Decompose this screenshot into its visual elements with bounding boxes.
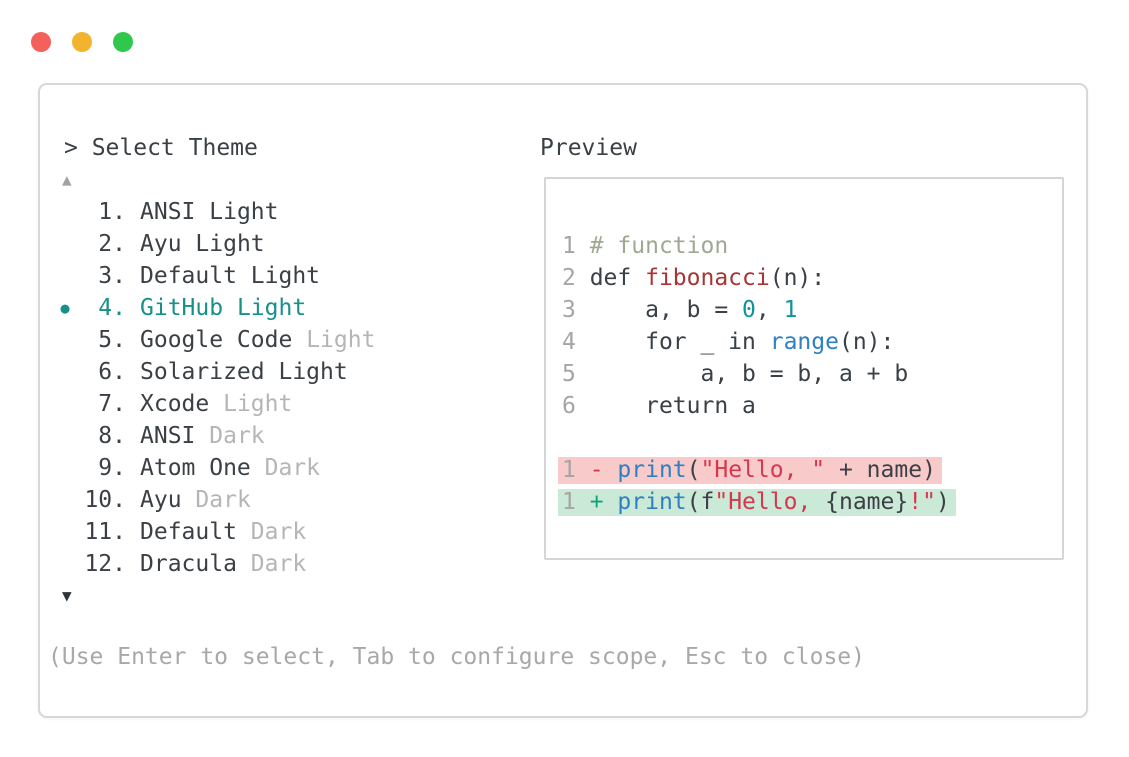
preview-code: 1 # function 2 def fibonacci(n): 3 a, b = …	[544, 177, 1064, 560]
theme-number: 8.	[98, 423, 126, 449]
keyboard-hints: (Use Enter to select, Tab to configure s…	[48, 644, 865, 670]
code-line: 6 return a	[562, 393, 756, 419]
scroll-up-icon[interactable]: ▲	[62, 170, 72, 189]
theme-number: 4.	[98, 295, 126, 321]
close-button[interactable]	[31, 32, 51, 52]
selected-bullet-icon	[48, 388, 82, 420]
code-line: 5 a, b = b, a + b	[562, 361, 909, 387]
selected-bullet-icon	[48, 548, 82, 580]
code-line-blank	[562, 422, 1062, 454]
theme-list-item[interactable]: 12. Dracula Dark	[48, 548, 375, 580]
selected-bullet-icon	[48, 324, 82, 356]
theme-number: 2.	[98, 231, 126, 257]
theme-number: 9.	[98, 455, 126, 481]
theme-number: 5.	[98, 327, 126, 353]
theme-number: 12.	[84, 551, 126, 577]
theme-number: 11.	[84, 519, 126, 545]
selected-bullet-icon	[48, 516, 82, 548]
theme-list-item[interactable]: 7. Xcode Light	[48, 388, 375, 420]
theme-list-item[interactable]: 2. Ayu Light	[48, 228, 375, 260]
diff-highlight-added: 1 + print(f"Hello, {name}!")	[558, 489, 956, 516]
selected-bullet-icon	[48, 484, 82, 516]
selected-bullet-icon	[48, 228, 82, 260]
theme-list-item[interactable]: 11. Default Dark	[48, 516, 375, 548]
diff-highlight-removed: 1 - print("Hello, " + name)	[558, 457, 942, 484]
window-controls	[31, 32, 133, 52]
theme-number: 6.	[98, 359, 126, 385]
code-line: 2 def fibonacci(n):	[562, 265, 826, 291]
scroll-down-icon[interactable]: ▼	[62, 586, 72, 605]
theme-list-item[interactable]: 8. ANSI Dark	[48, 420, 375, 452]
diff-line-removed: 1 - print("Hello, " + name)	[558, 454, 1062, 486]
code-line: 3 a, b = 0, 1	[562, 297, 798, 323]
theme-picker-left-column: > Select Theme ▲ 1. ANSI Light 2. Ayu Light…	[48, 132, 375, 612]
theme-label: Google Code Light	[140, 327, 376, 353]
theme-label: Atom One Dark	[140, 455, 321, 481]
theme-list-item[interactable]: ● 4. GitHub Light	[48, 292, 375, 324]
theme-label: Dracula Dark	[140, 551, 307, 577]
theme-label: Xcode Light	[140, 391, 293, 417]
theme-label: GitHub Light	[140, 295, 307, 321]
theme-list-item[interactable]: 3. Default Light	[48, 260, 375, 292]
theme-list-item[interactable]: 10. Ayu Dark	[48, 484, 375, 516]
theme-number: 7.	[98, 391, 126, 417]
theme-picker-panel: > Select Theme ▲ 1. ANSI Light 2. Ayu Light…	[38, 83, 1088, 718]
theme-label: Ayu Light	[140, 231, 265, 257]
code-line: 4 for _ in range(n):	[562, 329, 895, 355]
selected-bullet-icon	[48, 420, 82, 452]
selected-bullet-icon	[48, 356, 82, 388]
selected-bullet-icon: ●	[60, 299, 70, 317]
theme-label: Ayu Dark	[140, 487, 251, 513]
theme-label: Solarized Light	[140, 359, 348, 385]
theme-list: 1. ANSI Light 2. Ayu Light 3. Default Light ● 4…	[48, 196, 375, 580]
selected-bullet-icon	[48, 260, 82, 292]
theme-list-item[interactable]: 6. Solarized Light	[48, 356, 375, 388]
theme-number: 10.	[84, 487, 126, 513]
theme-list-item[interactable]: 1. ANSI Light	[48, 196, 375, 228]
page-title: > Select Theme	[64, 135, 258, 161]
theme-list-item[interactable]: 5. Google Code Light	[48, 324, 375, 356]
selected-bullet-icon	[48, 452, 82, 484]
theme-number: 3.	[98, 263, 126, 289]
theme-list-item[interactable]: 9. Atom One Dark	[48, 452, 375, 484]
minimize-button[interactable]	[72, 32, 92, 52]
theme-number: 1.	[98, 199, 126, 225]
selected-bullet-icon	[48, 196, 82, 228]
preview-section: Preview 1 # function 2 def fibonacci(n): 3…	[540, 132, 1064, 560]
theme-label: Default Light	[140, 263, 321, 289]
theme-label: Default Dark	[140, 519, 307, 545]
diff-line-added: 1 + print(f"Hello, {name}!")	[558, 486, 1062, 518]
code-line: 1 # function	[562, 233, 729, 259]
theme-label: ANSI Dark	[140, 423, 265, 449]
preview-label: Preview	[540, 135, 637, 161]
theme-label: ANSI Light	[140, 199, 279, 225]
zoom-button[interactable]	[113, 32, 133, 52]
